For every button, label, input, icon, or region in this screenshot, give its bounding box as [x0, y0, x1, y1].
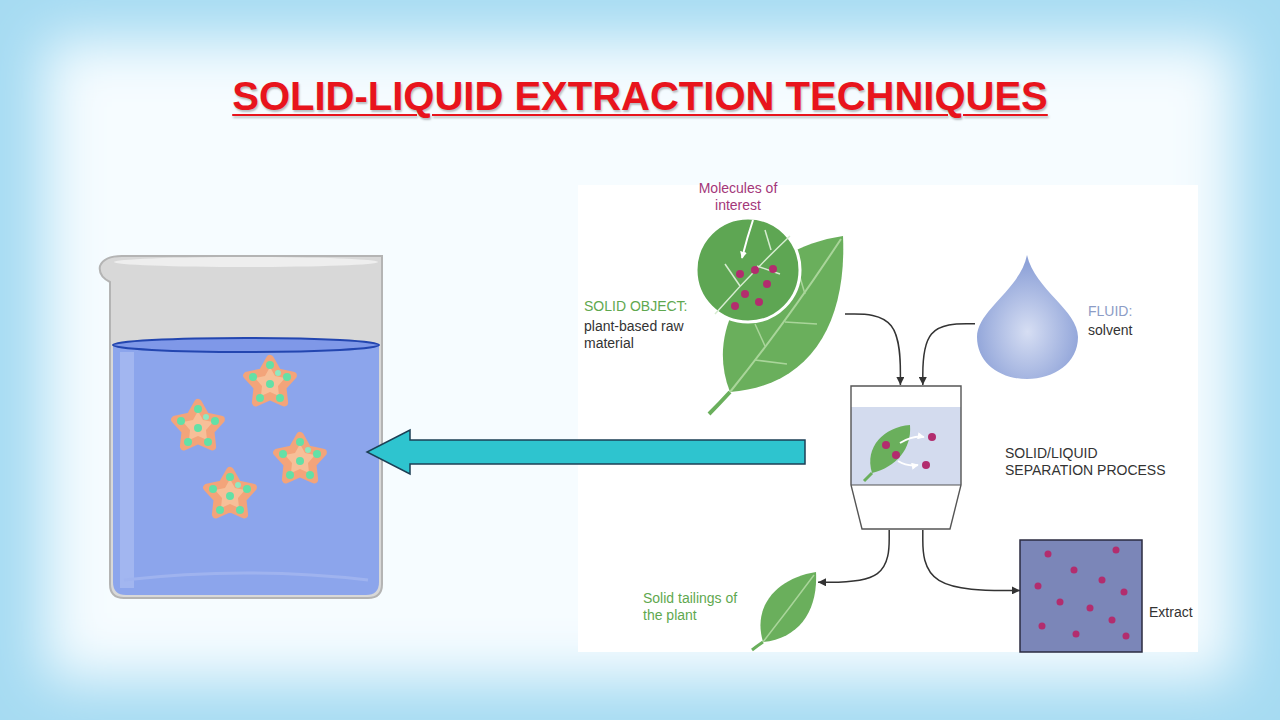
molecule-dot [1099, 577, 1106, 584]
beaker-illustration [100, 256, 382, 598]
flow-arrow [923, 324, 975, 385]
beaker-bottom [124, 573, 368, 580]
vessel-divider [851, 484, 961, 485]
solvent-drop: FLUID:solvent [975, 255, 1080, 380]
leaf-stem [752, 642, 763, 650]
molecule-dot [755, 298, 763, 306]
magnifier [696, 218, 800, 322]
node-shape [975, 255, 1080, 380]
leaf-stem [709, 392, 730, 414]
molecule-dot [922, 461, 930, 469]
node-label: Extract [1149, 604, 1205, 621]
beaker-rim [114, 257, 378, 267]
node-text: plant-based raw material [584, 318, 688, 352]
molecule-dot [1057, 599, 1064, 606]
beaker-liquid [113, 345, 379, 595]
molecule-dot [1087, 605, 1094, 612]
diffusion-arrow [898, 461, 918, 466]
node-heading: SOLID OBJECT: [584, 298, 688, 315]
molecule-dot [882, 441, 890, 449]
leaf-vein [765, 230, 771, 250]
leaf-vein [715, 236, 790, 314]
leaf-vein [757, 266, 780, 274]
molecule-dot [741, 290, 749, 298]
center-glow [45, 40, 1235, 680]
molecule-dot [1035, 583, 1042, 590]
molecule-dot [1073, 631, 1080, 638]
diffusion-arrow [900, 437, 924, 443]
leaf-body [760, 572, 816, 642]
solute-particle [247, 359, 293, 402]
leaf-stem [864, 473, 872, 481]
node-label: SOLID/LIQUID SEPARATION PROCESS [1005, 445, 1183, 479]
solute-particle [277, 436, 323, 479]
node-shape [1020, 540, 1142, 652]
molecule-dot [1045, 551, 1052, 558]
molecule-dot [736, 270, 744, 278]
solute-particle [207, 471, 253, 514]
separation-vessel: SOLID/LIQUID SEPARATION PROCESS [850, 385, 962, 530]
callout-label: Molecules of interest [683, 180, 793, 214]
flow-arrow [923, 530, 1020, 590]
solid-object-leaf: SOLID OBJECT:plant-based raw material [695, 214, 845, 414]
node-label: Solid tailings of the plant [643, 590, 743, 624]
figure-panel [578, 185, 1198, 652]
extract-box: Extract [1020, 540, 1142, 652]
leaf-vein [785, 322, 817, 324]
beaker-glass [100, 256, 382, 598]
leaf-vein [763, 575, 814, 642]
magnifier-circle [696, 218, 800, 322]
node-heading: FLUID: [1088, 303, 1178, 320]
molecule-dot [1109, 617, 1116, 624]
molecule-dot [731, 302, 739, 310]
liquid-highlight [120, 352, 134, 588]
extract-square [1020, 540, 1142, 652]
tailings-leaf: Solid tailings of the plant [748, 570, 818, 652]
molecule-dot [1113, 547, 1120, 554]
node-text: solvent [1088, 322, 1178, 339]
molecule-dot [751, 266, 759, 274]
liquid-surface [113, 338, 379, 352]
pointer-arrow [367, 430, 805, 474]
molecule-dot [769, 265, 777, 273]
molecule-dot [1071, 567, 1078, 574]
node-shape [695, 214, 845, 414]
molecule-dot [1123, 633, 1130, 640]
page-title: SOLID-LIQUID EXTRACTION TECHNIQUES [0, 72, 1280, 120]
molecule-dot [892, 451, 900, 459]
vessel-liquid [851, 407, 961, 485]
molecule-dot [1121, 589, 1128, 596]
solute-particle [175, 403, 221, 446]
molecule-dot [1039, 623, 1046, 630]
leaf-vein [755, 324, 765, 346]
vessel-outline [851, 386, 961, 529]
callout-arrow [742, 220, 753, 258]
node-shape [850, 385, 962, 530]
flow-arrow [845, 314, 900, 385]
flow-arrow [818, 530, 889, 582]
leaf-body [870, 425, 910, 473]
leaf-vein [755, 360, 787, 364]
molecule-dot [928, 433, 936, 441]
molecule-dot [763, 280, 771, 288]
node-shape [748, 570, 818, 652]
drop-shape [977, 255, 1078, 379]
